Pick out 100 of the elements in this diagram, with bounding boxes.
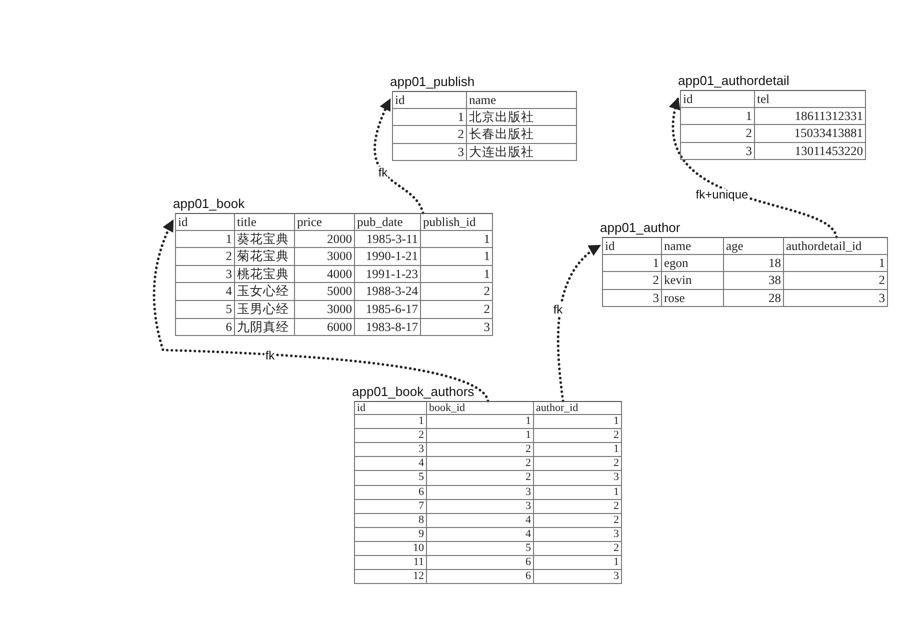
table-cell: 3: [534, 528, 622, 542]
table-cell: 1: [534, 556, 622, 570]
table-cell: 1: [354, 415, 427, 430]
arrow: [670, 97, 838, 238]
table-cell: kevin: [662, 272, 724, 290]
table-cell: 1990-1-21: [355, 248, 421, 266]
edge-label: fk+unique: [694, 188, 750, 202]
table-cell: 6: [427, 556, 534, 570]
table-cell: 1: [602, 254, 662, 272]
column-header: name: [467, 91, 577, 109]
table-cell: 3: [427, 500, 534, 514]
table-cell: 1: [421, 248, 493, 266]
table-cell: 8: [354, 514, 427, 528]
database-table: [680, 90, 866, 160]
column-header: name: [662, 237, 724, 255]
database-table: [392, 91, 577, 162]
database-table: [602, 237, 888, 308]
table-cell: 15033413881: [755, 125, 866, 143]
table-cell: 7: [354, 500, 427, 514]
column-header: publish_id: [421, 213, 493, 231]
table-cell: 1985-3-11: [355, 230, 421, 248]
table-name: app01_authordetail: [678, 72, 790, 90]
column-header: author_id: [534, 401, 622, 416]
table-cell: 1: [392, 108, 467, 126]
table-cell: 1: [427, 415, 534, 430]
table-cell: 1988-3-24: [355, 283, 421, 301]
table-cell: 3: [680, 142, 755, 160]
table-cell: rose: [662, 290, 724, 308]
table-cell: 1: [421, 266, 493, 284]
table-cell: 长春出版社: [467, 126, 577, 144]
column-header: id: [392, 91, 467, 109]
column-header: id: [602, 237, 662, 255]
table-name: app01_publish: [390, 73, 476, 91]
table-cell: 2: [427, 443, 534, 458]
edge-label: fk: [552, 304, 564, 316]
table-cell: 2: [534, 429, 622, 444]
table-cell: 2: [427, 457, 534, 472]
table-name: app01_author: [600, 219, 682, 237]
table-cell: 2: [421, 283, 493, 301]
table-cell: 桃花宝典: [235, 266, 295, 284]
column-header: price: [295, 213, 355, 231]
table-cell: 18611312331: [755, 108, 866, 126]
database-table: [354, 401, 622, 584]
table-cell: 1: [427, 429, 534, 444]
table-cell: 3000: [295, 300, 355, 319]
table-cell: 5: [175, 300, 235, 319]
table-cell: 2: [534, 457, 622, 472]
table-cell: 大连出版社: [467, 144, 577, 162]
column-header: id: [680, 90, 755, 108]
table-cell: 葵花宝典: [235, 230, 295, 248]
table-cell: 5000: [295, 283, 355, 301]
table-cell: 3: [421, 318, 493, 336]
table-cell: 2: [784, 272, 888, 290]
table-cell: 1991-1-23: [355, 266, 421, 284]
table-cell: 北京出版社: [467, 108, 577, 126]
table-cell: 1: [680, 108, 755, 126]
table-cell: 1983-8-17: [355, 318, 421, 336]
table-cell: 12: [354, 570, 427, 584]
table-cell: 4000: [295, 266, 355, 284]
table-cell: 1985-6-17: [355, 300, 421, 319]
column-header: authordetail_id: [784, 237, 888, 255]
table-cell: 2: [175, 248, 235, 266]
table-cell: 3: [392, 144, 467, 162]
table-cell: 5: [354, 471, 427, 486]
table-cell: 2: [680, 125, 755, 143]
column-header: title: [235, 213, 295, 231]
table-cell: 3: [534, 471, 622, 486]
table-cell: 2: [392, 126, 467, 144]
column-header: tel: [755, 90, 866, 108]
table-cell: 1: [534, 443, 622, 458]
arrow: [373, 98, 424, 214]
table-cell: 2: [534, 500, 622, 514]
table-cell: 2: [427, 471, 534, 486]
table-cell: 1: [534, 415, 622, 430]
table-cell: 玉男心经: [235, 300, 295, 319]
table-cell: 2: [534, 514, 622, 528]
table-cell: 6: [354, 486, 427, 500]
edge-label: fk: [377, 166, 389, 180]
table-cell: 38: [724, 272, 784, 290]
table-cell: 6: [427, 570, 534, 584]
table-cell: 13011453220: [755, 142, 866, 160]
column-header: id: [354, 401, 427, 416]
table-cell: 1: [421, 230, 493, 248]
arrow: [152, 219, 490, 402]
table-cell: egon: [662, 254, 724, 272]
arrow: [556, 244, 602, 402]
table-cell: 11: [354, 556, 427, 570]
table-cell: 1: [534, 486, 622, 500]
table-cell: 2: [354, 429, 427, 444]
table-cell: 4: [427, 528, 534, 542]
edge-label: fk: [264, 350, 276, 362]
column-header: book_id: [427, 401, 534, 416]
table-cell: 10: [354, 542, 427, 556]
table-cell: 1: [175, 230, 235, 248]
column-header: age: [724, 237, 784, 255]
table-cell: 3: [175, 266, 235, 284]
table-cell: 1: [784, 254, 888, 272]
database-table: [175, 213, 493, 336]
table-cell: 9: [354, 528, 427, 542]
table-cell: 3: [534, 570, 622, 584]
